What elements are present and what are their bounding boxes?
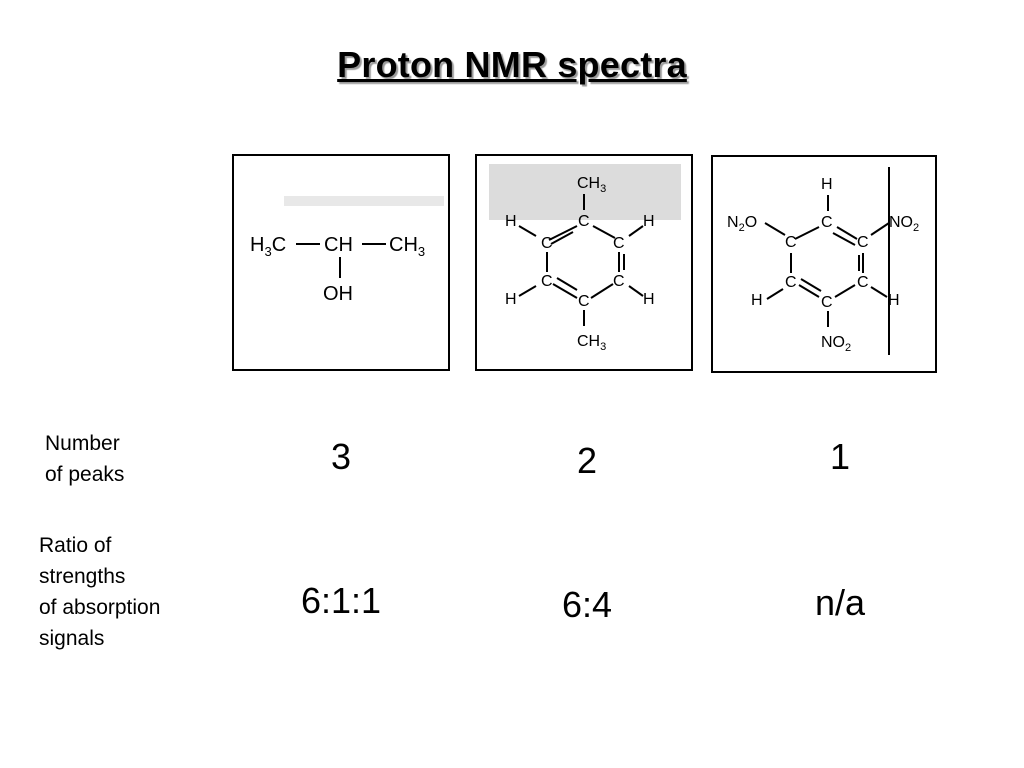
- svg-text:C: C: [821, 214, 833, 231]
- ratio-value-trinitrobenzene: n/a: [814, 582, 866, 623]
- svg-text:C: C: [613, 273, 625, 290]
- ratio-value-isopropanol: 6:1:1: [300, 580, 382, 621]
- peaks-value-isopropanol: 3: [330, 436, 352, 477]
- row-label-ratio-of-strengths: Ratio of strengths of absorption signals: [39, 534, 161, 650]
- isopropanol-structure: H3C CH CH3 OH: [250, 196, 444, 305]
- svg-text:H: H: [505, 291, 517, 308]
- trinitrobenzene-structure: H C C C N2O NO2 C C H H C NO2: [727, 167, 919, 355]
- svg-text:C: C: [857, 234, 869, 251]
- page-title: Proton NMR spectra: [337, 44, 687, 85]
- ratio-value-xylene: 6:4: [561, 584, 613, 625]
- svg-text:H: H: [821, 176, 833, 193]
- svg-text:CH: CH: [324, 234, 353, 256]
- svg-text:C: C: [785, 274, 797, 291]
- svg-text:H: H: [505, 213, 517, 230]
- peaks-value-trinitrobenzene: 1: [829, 436, 851, 477]
- svg-text:C: C: [821, 294, 833, 311]
- svg-text:C: C: [785, 234, 797, 251]
- molecule-isopropanol-box: H3C CH CH3 OH: [232, 154, 450, 371]
- svg-text:C: C: [857, 274, 869, 291]
- svg-text:CH3: CH3: [389, 234, 425, 259]
- xylene-structure: CH3 C C C H H C C H H C CH3: [489, 164, 681, 353]
- svg-text:CH3: CH3: [577, 175, 606, 195]
- svg-text:C: C: [578, 213, 590, 230]
- svg-text:H: H: [643, 291, 655, 308]
- molecule-xylene-box: CH3 C C C H H C C H H C CH3: [475, 154, 693, 371]
- svg-text:H: H: [751, 292, 763, 309]
- svg-text:CH3: CH3: [577, 333, 606, 353]
- svg-text:OH: OH: [323, 283, 353, 305]
- svg-text:C: C: [541, 273, 553, 290]
- svg-text:H: H: [888, 292, 900, 309]
- svg-text:C: C: [613, 235, 625, 252]
- svg-text:H: H: [643, 213, 655, 230]
- svg-text:NO2: NO2: [821, 334, 851, 354]
- molecule-trinitrobenzene-box: H C C C N2O NO2 C C H H C NO2: [711, 155, 937, 373]
- svg-text:H3C: H3C: [250, 234, 286, 259]
- peaks-value-xylene: 2: [576, 440, 598, 481]
- svg-text:NO2: NO2: [889, 214, 919, 234]
- svg-text:C: C: [541, 235, 553, 252]
- svg-text:N2O: N2O: [727, 214, 757, 234]
- row-label-number-of-peaks: Number of peaks: [45, 432, 125, 486]
- svg-text:C: C: [578, 293, 590, 310]
